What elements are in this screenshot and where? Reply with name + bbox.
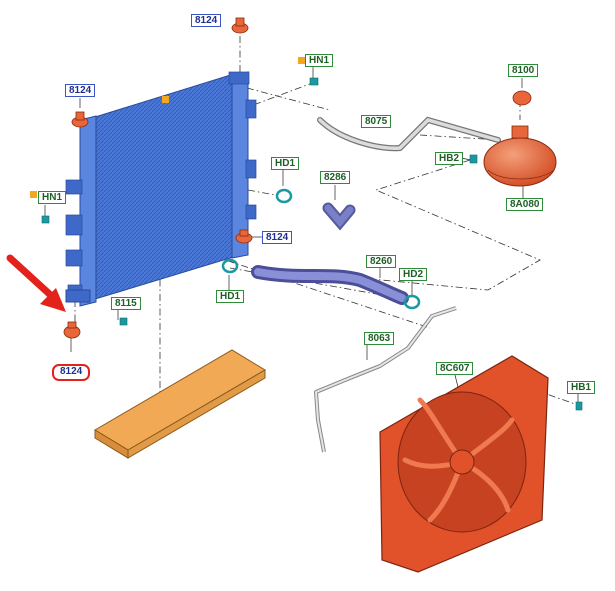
note-flag [30,191,37,198]
part-label-hb2: HB2 [435,152,464,165]
part-label-hd2: HD2 [399,268,428,281]
reservoir-cap [512,90,532,106]
hose-clamps [221,188,421,310]
part-label-hd1: HD1 [271,157,300,170]
part-label-8c607: 8C607 [436,362,474,375]
part-label-8124: 8124 [262,231,293,244]
fastener-clips [41,77,583,411]
part-label-hn1: HN1 [38,191,67,204]
part-label-8a080: 8A080 [506,198,544,211]
note-flag [162,96,169,103]
part-label-8124: 8124 [65,84,96,97]
part-label-8260: 8260 [366,255,397,268]
part-label-8075: 8075 [361,115,392,128]
radiator [65,71,257,307]
mount-bushings [63,17,253,339]
part-label-hd1: HD1 [216,290,245,303]
foam-pad [94,349,266,451]
callout-label-8124: 8124 [52,364,91,381]
part-label-8115: 8115 [111,297,141,310]
part-label-8063: 8063 [364,332,395,345]
coolant-reservoir [483,125,557,187]
part-label-hn1: HN1 [305,54,334,67]
callout-arrow [6,254,66,312]
part-label-8286: 8286 [320,171,351,184]
part-label-8124: 8124 [191,14,222,27]
fan-shroud-assembly [379,355,549,573]
part-label-hb1: HB1 [567,381,596,394]
note-flag [298,57,305,64]
part-label-8100: 8100 [508,64,539,77]
